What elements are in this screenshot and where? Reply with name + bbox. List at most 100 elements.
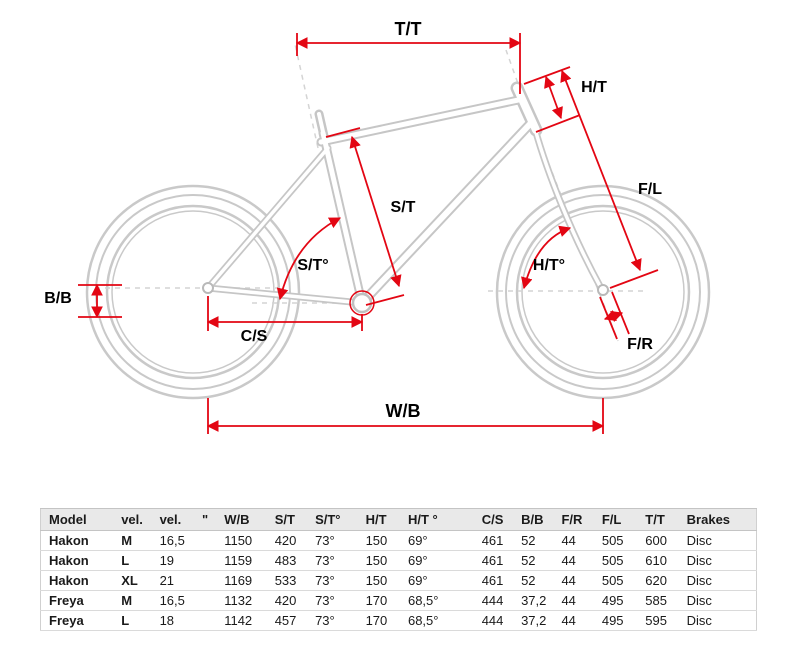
table-cell: 44: [553, 610, 594, 631]
seat-tube-label: S/T: [391, 199, 416, 216]
table-cell: M: [113, 530, 152, 551]
column-header-st-deg: S/T°: [307, 508, 358, 531]
table-cell: Freya: [40, 610, 114, 631]
table-cell: Disc: [678, 550, 757, 571]
table-cell: 44: [553, 550, 594, 571]
table-cell: 52: [513, 570, 554, 591]
chain-stay-label: C/S: [241, 328, 268, 345]
table-cell: 444: [473, 590, 514, 611]
table-cell: 170: [357, 610, 400, 631]
table-cell: 1169: [216, 570, 267, 591]
table-cell: Disc: [678, 610, 757, 631]
fork-rake-label: F/R: [627, 336, 653, 353]
head-tube-label: H/T: [581, 79, 607, 96]
table-cell: L: [113, 550, 152, 571]
table-cell: 73°: [307, 530, 358, 551]
table-cell: 16,5: [151, 590, 217, 611]
table-cell: 1150: [216, 530, 267, 551]
table-cell: 44: [553, 570, 594, 591]
table-cell: Hakon: [40, 530, 114, 551]
table-cell: 444: [473, 610, 514, 631]
table-cell: 170: [357, 590, 400, 611]
table-cell: 52: [513, 530, 554, 551]
front-axle: [597, 284, 609, 296]
geometry-table-section: Model vel. "vel. W/B S/T S/T° H/T H/T ° …: [40, 508, 757, 631]
table-cell: 483: [266, 550, 308, 571]
table-cell: 533: [266, 570, 308, 591]
table-cell: Hakon: [40, 550, 114, 571]
table-cell: 73°: [307, 550, 358, 571]
table-cell: 73°: [307, 570, 358, 591]
table-cell: 1159: [216, 550, 267, 571]
table-cell: 44: [553, 590, 594, 611]
table-cell: 37,2: [513, 610, 554, 631]
table-cell: 73°: [307, 590, 358, 611]
bike-geometry-diagram: T/T H/T S/T S/T° H/T° F/L F/R B/B C/S W/…: [44, 19, 711, 434]
bottom-bracket-label: B/B: [44, 290, 72, 307]
wheel-base-label: W/B: [386, 401, 421, 421]
table-cell: XL: [113, 570, 152, 591]
table-cell: Hakon: [40, 570, 114, 591]
column-header-bb: B/B: [513, 508, 554, 531]
table-cell: 505: [593, 550, 638, 571]
table-cell: Disc: [678, 530, 757, 551]
bottom-bracket-shell: [351, 292, 373, 314]
fork-length-label: F/L: [638, 181, 662, 198]
column-header-brakes: Brakes: [678, 508, 757, 531]
inches-unit-mark: ": [202, 512, 209, 527]
table-cell: 52: [513, 550, 554, 571]
column-header-fr: F/R: [553, 508, 594, 531]
table-cell: Disc: [678, 590, 757, 611]
column-header-ht-deg: H/T °: [399, 508, 474, 531]
top-tube-label: T/T: [395, 19, 422, 39]
geometry-table: Model vel. "vel. W/B S/T S/T° H/T H/T ° …: [40, 508, 757, 631]
table-cell: 495: [593, 610, 638, 631]
table-cell: 69°: [399, 530, 474, 551]
column-header-vel-inches: " vel.: [151, 508, 217, 531]
table-cell: Disc: [678, 570, 757, 591]
table-cell: 461: [473, 550, 514, 571]
table-cell: 69°: [399, 570, 474, 591]
table-cell: 16,5: [151, 530, 217, 551]
table-cell: 457: [266, 610, 308, 631]
table-cell: 150: [357, 570, 400, 591]
column-header-cs: C/S: [473, 508, 514, 531]
column-header-model: Model: [40, 508, 114, 531]
table-cell: L: [113, 610, 152, 631]
table-cell: 44: [553, 530, 594, 551]
vel-inches-label: vel.: [159, 512, 182, 527]
table-cell: 68,5°: [399, 590, 474, 611]
table-cell: 505: [593, 530, 638, 551]
table-cell: 1142: [216, 610, 267, 631]
table-cell: 620: [637, 570, 679, 591]
table-cell: 68,5°: [399, 610, 474, 631]
table-cell: 610: [637, 550, 679, 571]
table-cell: 1132: [216, 590, 267, 611]
table-cell: 69°: [399, 550, 474, 571]
table-cell: 73°: [307, 610, 358, 631]
table-header-row: Model vel. "vel. W/B S/T S/T° H/T H/T ° …: [40, 508, 757, 531]
head-tube-angle-label: H/T°: [533, 257, 565, 274]
table-cell: Freya: [40, 590, 114, 611]
table-cell: 420: [266, 590, 308, 611]
table-cell: 461: [473, 530, 514, 551]
column-header-vel: vel.: [113, 508, 152, 531]
table-cell: 18: [151, 610, 217, 631]
table-cell: 495: [593, 590, 638, 611]
dimension-lines: [78, 33, 659, 434]
table-cell: 150: [357, 530, 400, 551]
table-cell: 505: [593, 570, 638, 591]
table-cell: 150: [357, 550, 400, 571]
column-header-tt: T/T: [637, 508, 679, 531]
table-cell: 420: [266, 530, 308, 551]
table-cell: 600: [637, 530, 679, 551]
table-cell: 37,2: [513, 590, 554, 611]
table-cell: 595: [637, 610, 679, 631]
